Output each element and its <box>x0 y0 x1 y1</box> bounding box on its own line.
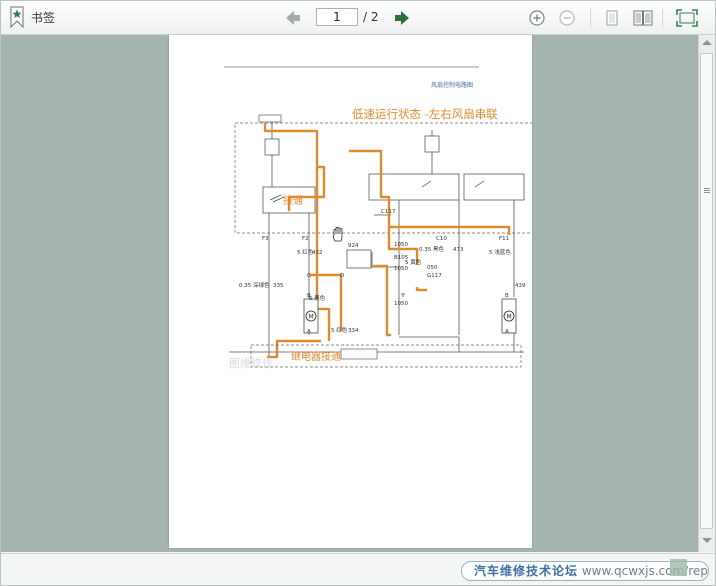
connector-label: C117 <box>381 209 396 215</box>
pin-label: A <box>505 329 509 335</box>
pin-label: D <box>340 273 344 279</box>
wire-label: 335 <box>273 283 284 289</box>
pin-label: B <box>307 293 311 299</box>
single-page-view-icon[interactable] <box>604 10 620 26</box>
connector-label: C10 <box>436 236 447 242</box>
hand-cursor-icon <box>332 226 343 242</box>
wire-label: 0.35 黑色 <box>419 245 444 253</box>
bookmark-star-icon[interactable] <box>10 6 24 28</box>
connector-label: F2 <box>302 236 309 242</box>
document-viewer[interactable]: 风扇控制电路图 低速运行状态 -左右风扇串联 <box>1 35 698 552</box>
wire-label: 1050 <box>394 242 408 248</box>
toolbar-separator <box>662 9 663 27</box>
wire-label: 1050 <box>394 266 408 272</box>
pin-label: B <box>505 293 509 299</box>
fullscreen-icon[interactable] <box>676 9 698 27</box>
wire-label: 334 <box>348 328 359 334</box>
wire-label: 5 黑色 <box>309 294 326 302</box>
watermark-left: 图维修作 <box>229 356 273 370</box>
scrollbar-thumb[interactable] <box>700 53 713 529</box>
svg-text:M: M <box>507 314 512 321</box>
toolbar: 书签 / 2 <box>1 1 715 35</box>
connector-label: F3 <box>262 236 269 242</box>
connector-label: G117 <box>427 273 442 279</box>
toolbar-separator <box>590 9 591 27</box>
diagram-title: 低速运行状态 -左右风扇串联 <box>352 107 498 121</box>
wiring-diagram: 风扇控制电路图 低速运行状态 -左右风扇串联 <box>224 66 536 370</box>
wire-label: 5 黄色 <box>405 258 422 266</box>
corner-square-icon <box>670 559 687 576</box>
scrollbar-grip <box>704 192 710 193</box>
arrow-right-icon[interactable] <box>394 10 410 26</box>
wire-label: 439 <box>515 283 526 289</box>
scrollbar-grip <box>704 188 710 189</box>
wire-label: 050 <box>427 265 438 271</box>
page-total: / 2 <box>363 10 379 24</box>
arrow-left-icon[interactable] <box>285 10 301 26</box>
document-page: 风扇控制电路图 低速运行状态 -左右风扇串联 <box>169 35 536 548</box>
wire-label: 5 红色 <box>297 248 314 256</box>
watermark-title: 汽车维修技术论坛 <box>474 564 579 578</box>
bookmark-label[interactable]: 书签 <box>31 11 56 25</box>
vertical-scrollbar[interactable] <box>698 35 715 552</box>
two-page-view-icon[interactable] <box>633 10 653 26</box>
wire-label: 0.35 深绿色 <box>239 281 270 289</box>
watermark-url: www.qcwxjs.com/repair.com <box>581 564 708 578</box>
pin-label: C <box>307 273 311 279</box>
wire-label: 432 <box>312 250 323 256</box>
scroll-down-icon[interactable] <box>702 538 712 543</box>
zoom-out-icon[interactable] <box>559 10 575 26</box>
header-note: 风扇控制电路图 <box>431 81 473 89</box>
zoom-in-icon[interactable] <box>529 10 545 26</box>
wire-label: 1050 <box>394 301 408 307</box>
label-fan-on: 接通 <box>283 194 303 207</box>
connector-label: B105 <box>394 255 409 261</box>
wire-label: 5 浅蓝色 <box>489 248 511 256</box>
scrollbar-grip <box>704 190 710 191</box>
scroll-up-icon[interactable] <box>702 40 712 45</box>
wire-label: 473 <box>453 247 464 253</box>
pin-label: A <box>307 329 311 335</box>
wire-label: 5 红色 <box>331 326 348 334</box>
label-relay-on: 继电器接通 <box>291 350 341 363</box>
svg-text:M: M <box>309 314 314 321</box>
wire-label: 924 <box>348 243 359 249</box>
page-number-input[interactable] <box>316 8 358 26</box>
connector-label: F11 <box>499 236 509 242</box>
